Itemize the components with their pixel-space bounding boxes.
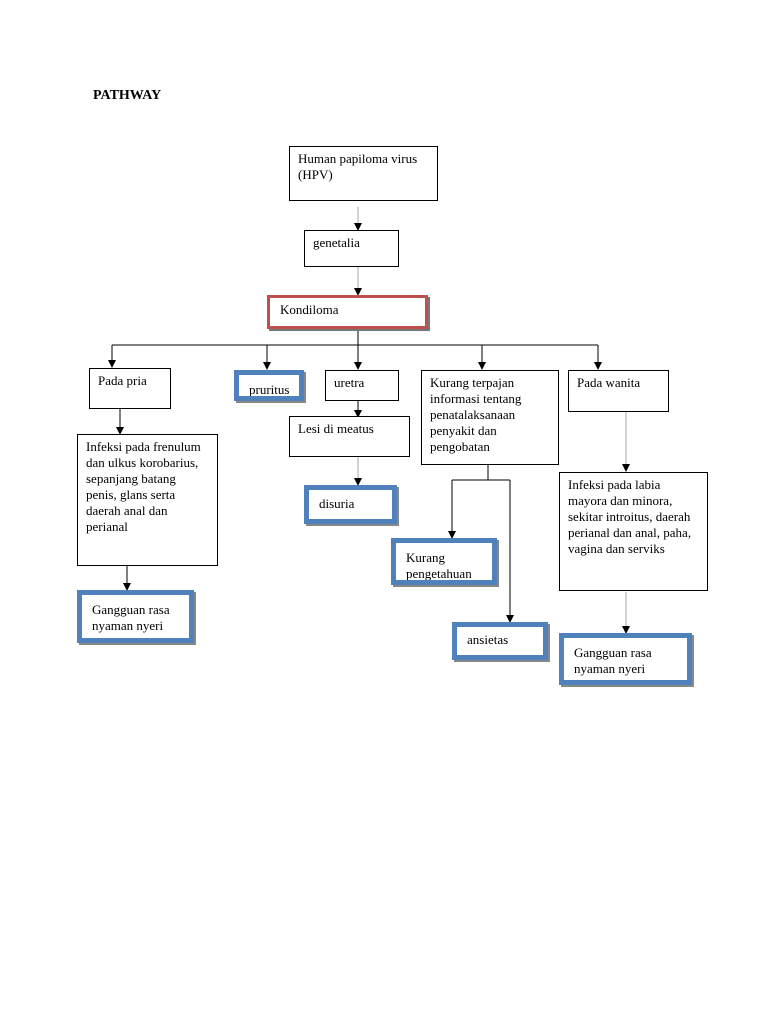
node-kondiloma: Kondiloma: [267, 295, 428, 329]
node-disuria: disuria: [304, 485, 397, 524]
node-lesi-meatus: Lesi di meatus: [289, 416, 410, 457]
node-uretra: uretra: [325, 370, 399, 401]
node-genetalia: genetalia: [304, 230, 399, 267]
node-infeksi-wanita: Infeksi pada labia mayora dan minora, se…: [559, 472, 708, 591]
node-hpv: Human papiloma virus (HPV): [289, 146, 438, 201]
page-title: PATHWAY: [93, 88, 162, 103]
node-gangguan-pria: Gangguan rasa nyaman nyeri: [77, 590, 194, 643]
node-pruritus: pruritus: [234, 370, 304, 401]
node-kurang-pengetahuan: Kurang pengetahuan: [391, 538, 497, 585]
node-infeksi-pria: Infeksi pada frenulum dan ulkus korobari…: [77, 434, 218, 566]
node-ansietas: ansietas: [452, 622, 548, 660]
node-kurang-terpajan: Kurang terpajan informasi tentang penata…: [421, 370, 559, 465]
node-pada-pria: Pada pria: [89, 368, 171, 409]
node-pada-wanita: Pada wanita: [568, 370, 669, 412]
node-gangguan-wanita: Gangguan rasa nyaman nyeri: [559, 633, 692, 685]
